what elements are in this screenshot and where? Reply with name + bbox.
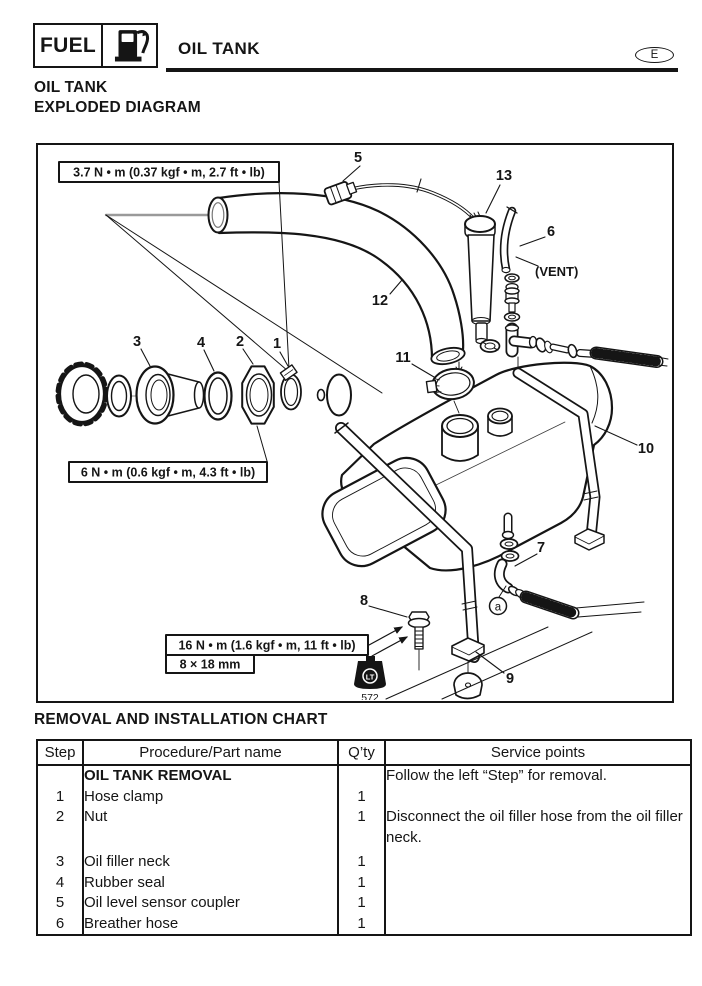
part-nut: [241, 365, 275, 425]
cell-qty: [337, 765, 386, 787]
cell-service: [384, 852, 692, 873]
cell-step: 1: [36, 786, 84, 807]
part-filler-cap-assembly: [55, 361, 352, 427]
cell-qty: 1: [337, 852, 386, 873]
callout-4: 4: [197, 335, 205, 351]
cell-service: [384, 872, 692, 893]
callout-13: 13: [496, 168, 512, 184]
column-header-step: Step: [36, 739, 84, 766]
callout-6: 6: [547, 224, 555, 240]
cell-qty: 1: [337, 872, 386, 893]
cell-qty: 1: [337, 807, 386, 848]
part-breather-hose: [499, 206, 518, 274]
torque-callout-filler-hose: 3.7 N • m (0.37 kgf • m, 2.7 ft • lb): [58, 161, 280, 183]
cell-service: Follow the left “Step” for removal.: [384, 765, 692, 787]
section-tab: FUEL: [33, 23, 158, 68]
table-spacer-row: [36, 848, 692, 852]
cell-part-name: Oil level sensor coupler: [82, 893, 339, 914]
part-oil-filler-neck: [135, 365, 205, 425]
part-mounting-bolt: [407, 611, 431, 671]
torque-callout-mounting-bolt: 16 N • m (1.6 kgf • m, 11 ft • lb) 8 × 1…: [165, 626, 409, 674]
torque-filler-hose-text: 3.7 N • m (0.37 kgf • m, 2.7 ft • lb): [73, 166, 265, 180]
part-grommet: [453, 661, 483, 700]
cell-service: [384, 913, 692, 935]
callout-11: 11: [395, 350, 410, 366]
torque-filler-neck-text: 6 N • m (0.6 kgf • m, 4.3 ft • lb): [81, 466, 255, 480]
cell-step: 2: [36, 807, 84, 848]
cell-qty: 1: [337, 786, 386, 807]
callout-8: 8: [360, 593, 368, 609]
fuel-pump-icon: [103, 25, 156, 66]
cell-service: [384, 786, 692, 807]
part-hose-clamp-11: [425, 367, 475, 414]
table-row: 3 Oil filler neck 1: [36, 852, 692, 873]
part-hose-clamp-1: [279, 364, 302, 411]
part-outlet-hose: [493, 512, 645, 620]
part-oil-tank: [321, 361, 614, 572]
cell-qty: 1: [337, 913, 386, 935]
hull-reference-lines: [385, 626, 593, 700]
cell-service: Disconnect the oil filler hose from the …: [384, 807, 692, 848]
loctite-572-icon: LT 572: [354, 656, 386, 700]
callout-10: 10: [638, 441, 654, 457]
callout-1: 1: [273, 336, 281, 352]
torque-callout-filler-neck: 6 N • m (0.6 kgf • m, 4.3 ft • lb): [68, 425, 268, 483]
cell-step: [36, 765, 84, 787]
language-badge: E: [635, 47, 674, 63]
point-a-marker: a: [488, 585, 508, 616]
table-header-row: Step Procedure/Part name Q’ty Service po…: [36, 739, 692, 766]
page-title: OIL TANK: [34, 79, 108, 96]
table-row: 2 Nut 1 Disconnect the oil filler hose f…: [36, 807, 692, 848]
part-oil-filler-hose: [207, 181, 466, 373]
callout-7: 7: [537, 540, 545, 556]
callout-5: 5: [354, 150, 362, 166]
torque-mount-bolt-text: 16 N • m (1.6 kgf • m, 11 ft • lb): [178, 639, 355, 653]
cell-part-name: Hose clamp: [82, 786, 339, 807]
callout-labels: 5 13 6 (VENT) 12 3 4 2 1 11 10 7 8: [133, 150, 654, 687]
callout-leader-lines: [104, 213, 383, 394]
cell-step: 3: [36, 852, 84, 873]
exploded-diagram: 3.7 N • m (0.37 kgf • m, 2.7 ft • lb): [36, 143, 674, 703]
table-row: 1 Hose clamp 1: [36, 786, 692, 807]
callout-12: 12: [372, 293, 388, 309]
cell-part-name: Oil filler neck: [82, 852, 339, 873]
part-breather-fittings: [479, 273, 669, 412]
cell-part-name: Breather hose: [82, 913, 339, 935]
table-row: 4 Rubber seal 1: [36, 872, 692, 893]
page-subtitle: EXPLODED DIAGRAM: [34, 99, 201, 116]
part-rubber-seal: [203, 371, 233, 421]
cell-part-name: OIL TANK REMOVAL: [82, 765, 339, 787]
removal-installation-table: Step Procedure/Part name Q’ty Service po…: [36, 739, 692, 936]
cell-step: 6: [36, 913, 84, 935]
callout-3: 3: [133, 334, 141, 350]
bolt-size-text: 8 × 18 mm: [180, 658, 241, 672]
cell-service: [384, 893, 692, 914]
cell-qty: 1: [337, 893, 386, 914]
point-a-label: a: [495, 602, 502, 614]
part-oil-level-sensor-coupler: [323, 178, 476, 221]
section-label: FUEL: [35, 25, 103, 66]
sealant-number: 572: [361, 692, 379, 700]
table-row: 6 Breather hose 1: [36, 913, 692, 935]
chart-heading: REMOVAL AND INSTALLATION CHART: [34, 711, 328, 728]
header-rule: [166, 68, 678, 72]
column-header-part-name: Procedure/Part name: [82, 739, 339, 766]
part-oil-level-sensor: [464, 211, 496, 345]
cell-part-name: Nut: [82, 807, 339, 848]
cell-step: 4: [36, 872, 84, 893]
callout-9: 9: [506, 671, 514, 687]
chapter-title: OIL TANK: [178, 39, 260, 58]
table-row: OIL TANK REMOVAL Follow the left “Step” …: [36, 765, 692, 787]
cell-part-name: Rubber seal: [82, 872, 339, 893]
column-header-qty: Q’ty: [337, 739, 386, 766]
vent-label: (VENT): [535, 264, 578, 279]
table-row: 5 Oil level sensor coupler 1: [36, 893, 692, 914]
sealant-abbr: LT: [366, 673, 375, 682]
column-header-service-points: Service points: [384, 739, 692, 766]
part-tank-straps: [334, 367, 605, 700]
cell-step: 5: [36, 893, 84, 914]
callout-2: 2: [236, 334, 244, 350]
procedure-title: OIL TANK REMOVAL: [84, 767, 232, 784]
